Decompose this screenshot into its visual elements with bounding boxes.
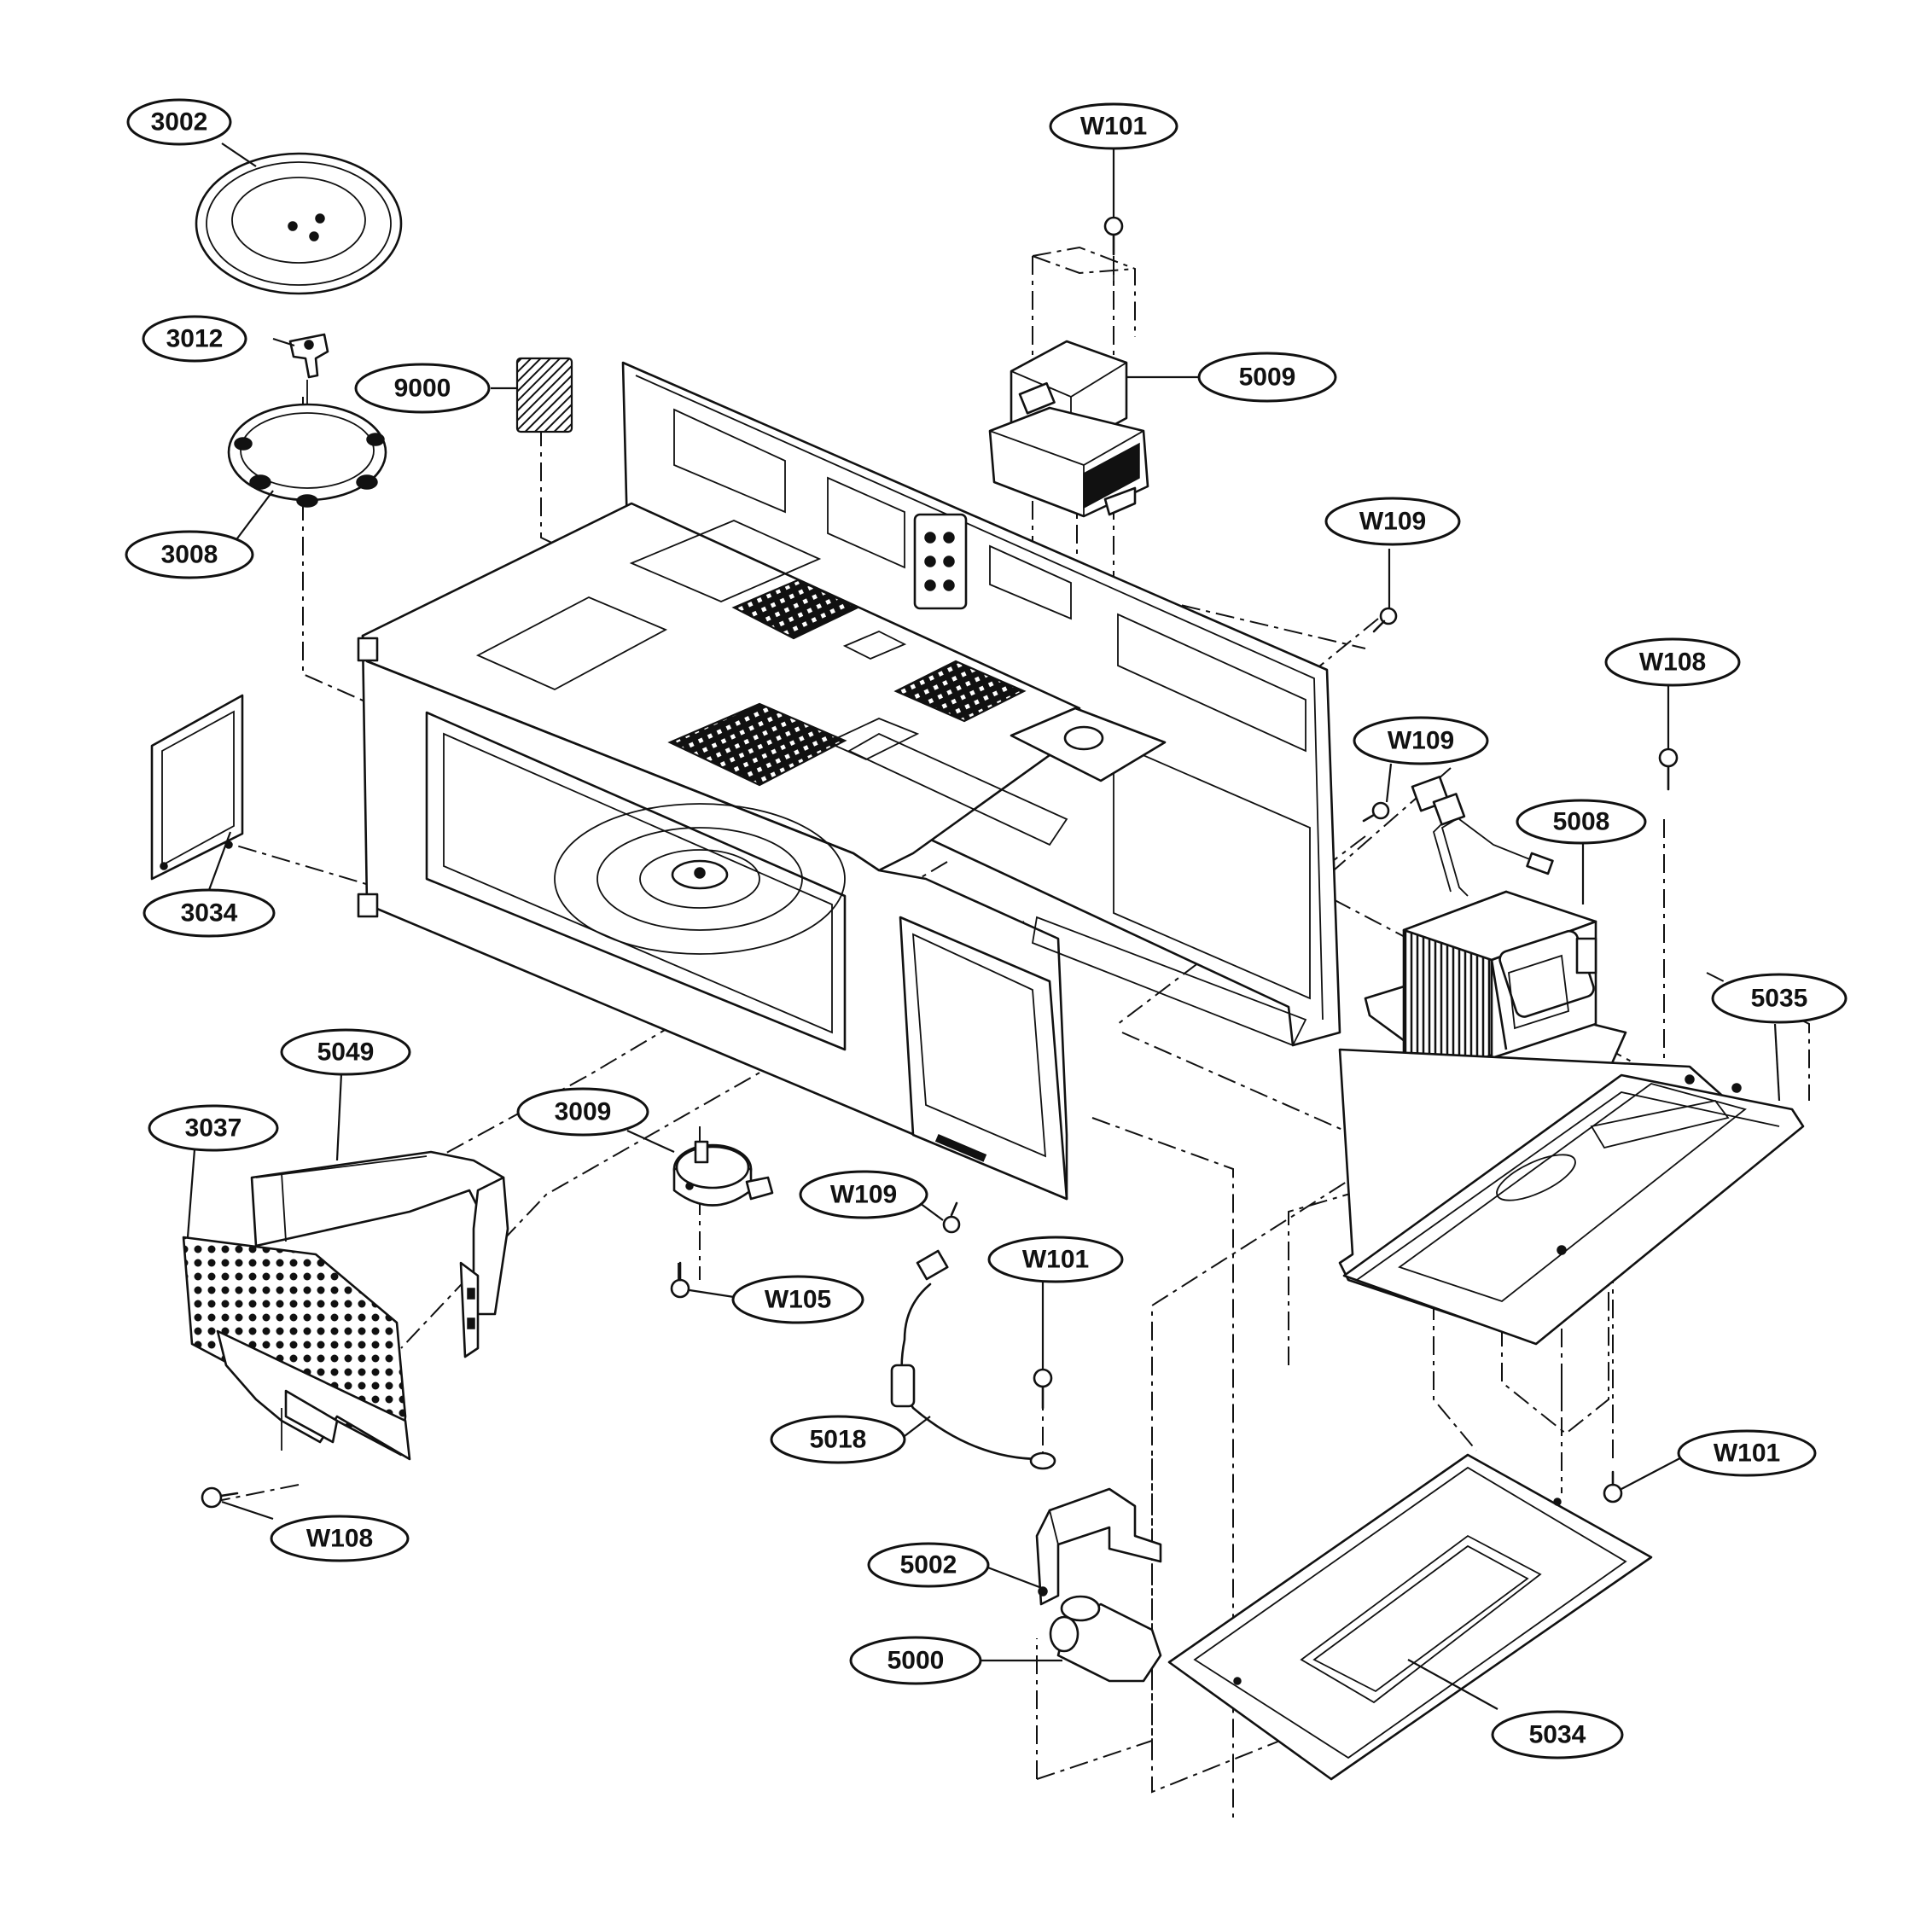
svg-text:9000: 9000 bbox=[394, 375, 451, 403]
svg-text:W108: W108 bbox=[1639, 649, 1706, 677]
air-guide-duct bbox=[250, 1150, 509, 1316]
svg-text:W101: W101 bbox=[1022, 1246, 1089, 1274]
svg-text:3012: 3012 bbox=[166, 325, 224, 353]
oven-cavity-chassis bbox=[357, 361, 1341, 1201]
bottom-cover-plate bbox=[1167, 1453, 1653, 1781]
svg-text:W105: W105 bbox=[765, 1286, 831, 1314]
magnetron bbox=[988, 256, 1149, 518]
screw-w109-mid bbox=[1362, 801, 1390, 823]
screw-w109-lower bbox=[942, 1201, 961, 1234]
callout-5034: 5034 bbox=[1491, 1710, 1624, 1759]
svg-text:5008: 5008 bbox=[1553, 808, 1610, 836]
callout-3002: 3002 bbox=[126, 98, 232, 146]
svg-text:W108: W108 bbox=[306, 1525, 373, 1553]
callout-labels: 3002 3012 9000 3008 3034 W101 5009 W109 bbox=[125, 98, 1848, 1759]
callout-3034: 3034 bbox=[143, 888, 276, 938]
callout-w101-right: W101 bbox=[1677, 1429, 1817, 1477]
base-plate-upper bbox=[1338, 1048, 1805, 1346]
svg-text:3009: 3009 bbox=[555, 1098, 612, 1126]
turntable-glass-tray bbox=[195, 152, 403, 295]
callout-5002: 5002 bbox=[867, 1542, 990, 1588]
waveguide-cover bbox=[150, 694, 244, 881]
callout-w109-a: W109 bbox=[1324, 497, 1461, 546]
svg-text:3034: 3034 bbox=[181, 899, 238, 928]
svg-text:3037: 3037 bbox=[185, 1114, 242, 1143]
svg-text:W101: W101 bbox=[1080, 113, 1147, 141]
callout-w109-c: W109 bbox=[799, 1170, 928, 1219]
svg-text:W109: W109 bbox=[830, 1181, 897, 1209]
hv-capacitor bbox=[1049, 1595, 1162, 1683]
svg-text:5009: 5009 bbox=[1239, 364, 1296, 392]
turntable-coupler bbox=[288, 333, 329, 379]
callout-w108-right: W108 bbox=[1604, 637, 1741, 687]
svg-text:3002: 3002 bbox=[151, 108, 208, 137]
callout-3009: 3009 bbox=[516, 1087, 649, 1137]
svg-text:5000: 5000 bbox=[887, 1647, 945, 1675]
callout-3008: 3008 bbox=[125, 530, 254, 579]
roller-ring bbox=[227, 380, 387, 508]
spec-label bbox=[515, 357, 573, 433]
svg-text:5049: 5049 bbox=[317, 1038, 375, 1067]
callout-5000: 5000 bbox=[849, 1636, 982, 1685]
callout-w105: W105 bbox=[731, 1275, 864, 1324]
wire-harness bbox=[890, 1249, 1056, 1470]
callout-3012: 3012 bbox=[142, 315, 247, 363]
svg-text:5018: 5018 bbox=[810, 1426, 867, 1454]
callout-w101-top: W101 bbox=[1049, 102, 1178, 150]
svg-text:5034: 5034 bbox=[1529, 1721, 1586, 1749]
screw-w108-left bbox=[201, 1486, 239, 1509]
callout-w109-b: W109 bbox=[1353, 716, 1489, 765]
screw-w109-upper bbox=[1372, 607, 1398, 633]
svg-text:5002: 5002 bbox=[900, 1551, 957, 1579]
svg-text:5035: 5035 bbox=[1751, 985, 1808, 1013]
svg-text:W101: W101 bbox=[1714, 1440, 1780, 1468]
callout-5008: 5008 bbox=[1516, 799, 1647, 845]
magnetron-mount-box bbox=[1032, 246, 1136, 337]
callout-9000: 9000 bbox=[354, 363, 491, 414]
svg-text:W109: W109 bbox=[1359, 508, 1426, 536]
mesh-panel-bracket bbox=[182, 1236, 480, 1461]
svg-text:W109: W109 bbox=[1388, 727, 1454, 755]
callout-5049: 5049 bbox=[280, 1028, 411, 1076]
screw-w101-mid bbox=[1033, 1368, 1053, 1410]
screw-w108-right bbox=[1658, 747, 1679, 791]
turntable-motor bbox=[672, 1140, 774, 1288]
callout-w108-left: W108 bbox=[270, 1515, 410, 1562]
callout-5009: 5009 bbox=[1197, 352, 1337, 403]
callout-5035: 5035 bbox=[1711, 973, 1848, 1024]
svg-text:3008: 3008 bbox=[161, 541, 218, 569]
leader-lines bbox=[186, 142, 1781, 1710]
screws bbox=[201, 216, 1679, 1509]
screw-w105 bbox=[670, 1261, 690, 1299]
callout-5018: 5018 bbox=[770, 1415, 906, 1464]
screw-w101-top bbox=[1103, 216, 1124, 256]
callout-3037: 3037 bbox=[148, 1104, 279, 1152]
callout-w101-mid: W101 bbox=[987, 1236, 1124, 1283]
screw-w101-right bbox=[1603, 1470, 1623, 1504]
capacitor-bracket bbox=[1035, 1487, 1162, 1606]
